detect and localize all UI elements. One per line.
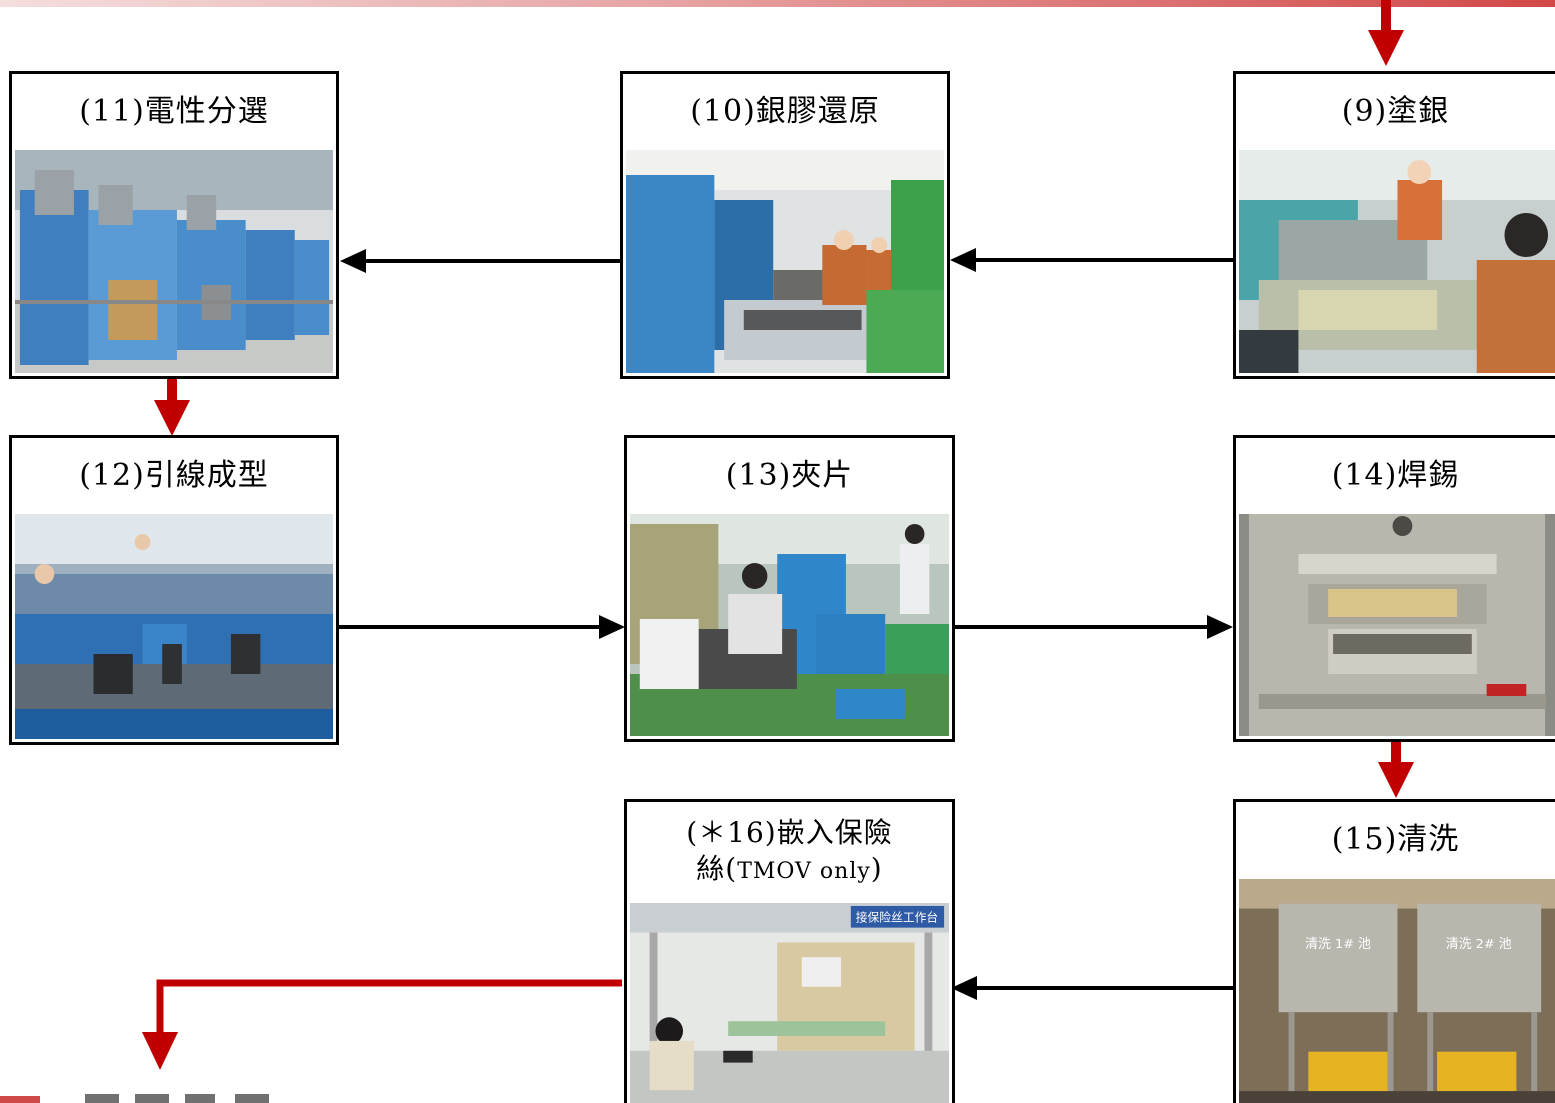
- clamping-photo: [630, 514, 949, 736]
- top-accent-bar: [0, 0, 1555, 7]
- arrow-12-to-13: [338, 615, 625, 639]
- electrical-sorting-photo: [15, 150, 333, 373]
- logo-mark: [0, 1094, 269, 1103]
- arrow-9-to-10: [950, 248, 1233, 272]
- arrow-13-to-14: [954, 615, 1233, 639]
- soldering-photo: [1239, 514, 1555, 736]
- step-16-box: (＊16)嵌入保險 絲(TMOV only) 接保险丝工作台: [624, 799, 955, 1103]
- step-14-box: (14)焊錫: [1233, 435, 1555, 742]
- step-16-title-prefix: 絲(: [696, 851, 738, 885]
- step-10-box: (10)銀膠還原: [620, 71, 950, 379]
- arrow-14-to-15: [1378, 742, 1414, 798]
- arrow-15-to-16: [951, 976, 1233, 1000]
- arrow-11-to-12: [154, 378, 190, 436]
- step-12-box: (12)引線成型: [9, 435, 339, 745]
- step-15-box: (15)清洗 清洗 1# 池 清洗 2# 池: [1233, 799, 1555, 1103]
- lead-forming-photo: [15, 514, 333, 739]
- company-logo: [0, 1088, 300, 1103]
- cleaning-photo: 清洗 1# 池 清洗 2# 池: [1239, 879, 1555, 1103]
- arrow-10-to-11: [340, 249, 620, 273]
- tank-2-label: 清洗 2# 池: [1446, 937, 1512, 952]
- step-12-title: (12)引線成型: [79, 458, 269, 493]
- step-13-box: (13)夾片: [624, 435, 955, 742]
- step-16-title-line2: 絲(TMOV only): [696, 851, 882, 890]
- silver-paste-reduction-photo: [626, 150, 944, 373]
- step-9-title: (9)塗銀: [1341, 94, 1450, 129]
- silver-coating-photo: [1239, 150, 1555, 373]
- step-15-title: (15)清洗: [1331, 822, 1460, 857]
- step-13-title: (13)夾片: [725, 458, 854, 493]
- step-10-title: (10)銀膠還原: [690, 94, 880, 129]
- step-9-box: (9)塗銀: [1233, 71, 1555, 379]
- step-16-title-suffix: ): [870, 851, 883, 885]
- step-16-title-tmov: TMOV only: [737, 858, 871, 884]
- arrow-16-to-next: [142, 979, 622, 1070]
- step-16-title: (＊16)嵌入保險 絲(TMOV only): [627, 802, 952, 902]
- step-11-box: (11)電性分選: [9, 71, 339, 379]
- step-11-title: (11)電性分選: [79, 94, 269, 129]
- step-16-title-line1: (＊16)嵌入保險: [686, 815, 893, 849]
- station-sign-text: 接保险丝工作台: [856, 911, 938, 925]
- fuse-embedding-photo: 接保险丝工作台: [630, 903, 949, 1103]
- step-14-title: (14)焊錫: [1331, 458, 1460, 493]
- tank-1-label: 清洗 1# 池: [1305, 937, 1371, 952]
- arrow-into-9: [1368, 0, 1404, 66]
